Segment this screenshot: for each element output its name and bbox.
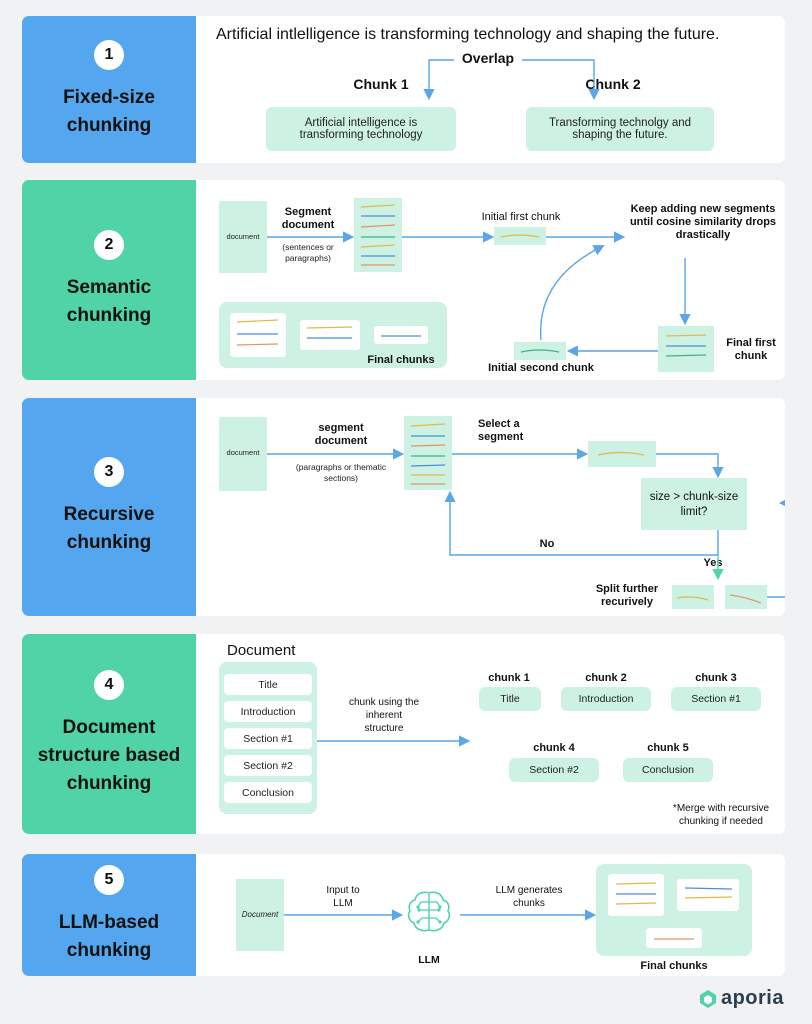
s1-chunk2-label: Chunk 2 <box>585 76 641 92</box>
s4-merge-note: *Merge with recursive chunking if needed <box>672 803 770 827</box>
s3-split-label: Split further recurively <box>595 583 659 608</box>
section-llm-based: 5 LLM-based chunking Document Input to L… <box>22 854 785 976</box>
s2-final-first-chunk <box>658 326 714 372</box>
s3-document-box: document <box>219 417 267 491</box>
s1-overlap-label: Overlap <box>461 50 515 66</box>
s3-selected-segment <box>588 441 656 467</box>
s4-document-label: Document <box>227 642 296 659</box>
s2-initial-first-label: Initial first chunk <box>481 211 561 223</box>
s2-final-first-label: Final first chunk <box>726 337 776 362</box>
s2-final-chunks-panel: Final chunks <box>219 302 447 368</box>
s2-final-chunks-label: Final chunks <box>367 354 435 366</box>
s4-chunk-4-label: chunk 4 <box>533 742 575 754</box>
s5-arrows <box>284 882 733 940</box>
s2-initial-first-chunk <box>494 227 546 245</box>
s5-final-chunk-1 <box>608 874 664 916</box>
section-4-content: Document Title Introduction Section #1 S… <box>196 634 785 834</box>
section-5-number: 5 <box>94 865 124 895</box>
s1-chunk2-box: Transforming technolgy and shaping the f… <box>526 107 714 151</box>
section-5-title: LLM-based chunking <box>58 912 160 961</box>
section-1-content: Artificial intlelligence is transforming… <box>196 16 785 163</box>
section-1-title: Fixed-size chunking <box>63 86 155 136</box>
section-2-sidebar: 2 Semantic chunking <box>22 180 196 380</box>
s5-document-box: Document <box>236 879 284 951</box>
s2-segments-doc <box>354 198 402 272</box>
s3-document-label: document <box>226 448 260 457</box>
s2-keep-adding-label: Keep adding new segments until cosine si… <box>629 203 777 241</box>
s5-final-chunk-2 <box>677 879 739 911</box>
s4-chunk-4-box: Section #2 <box>509 758 599 782</box>
section-5-content: Document Input to LLM LLM LLM generates … <box>196 854 785 976</box>
section-document-structure: 4 Document structure based chunking Docu… <box>22 634 785 834</box>
s4-arrow-label: chunk using the inherent structure <box>348 697 420 734</box>
s5-final-chunks-label: Final chunks <box>640 960 708 972</box>
section-4-title: Document structure based chunking <box>37 717 181 794</box>
s4-document-panel: Title Introduction Section #1 Section #2… <box>219 662 317 814</box>
s2-segment-label: Segment document <box>281 206 335 231</box>
s3-no-label: No <box>539 538 555 550</box>
section-3-number: 3 <box>94 457 124 487</box>
section-semantic: 2 Semantic chunking document Segment doc… <box>22 180 785 380</box>
aporia-logo-icon <box>699 989 716 1008</box>
s2-document-box: document <box>219 201 267 273</box>
brain-icon <box>404 888 454 936</box>
s5-llm-label: LLM <box>418 954 440 966</box>
s4-doc-item-introduction: Introduction <box>224 701 312 722</box>
s4-chunk-5-label: chunk 5 <box>647 742 689 754</box>
s2-final-chunk-3 <box>374 326 428 344</box>
s5-input-label: Input to LLM <box>326 885 360 909</box>
s2-diagram-lines <box>236 204 707 357</box>
s4-chunk-5-box: Conclusion <box>623 758 713 782</box>
s3-diagram-lines <box>267 423 785 604</box>
section-4-number: 4 <box>94 670 124 700</box>
s4-chunk-1-box: Title <box>479 687 541 711</box>
s3-segment-label: segment document <box>314 422 368 447</box>
section-1-number: 1 <box>94 39 124 70</box>
s3-segment-note: (paragraphs or thematic sections) <box>295 462 387 483</box>
s3-segments-doc <box>404 416 452 490</box>
section-2-content: document Segment document (sentences or … <box>196 180 785 380</box>
s2-document-label: document <box>226 232 260 241</box>
s1-chunk1-box: Artificial intelligence is transforming … <box>266 107 456 151</box>
s1-chunk1-label: Chunk 1 <box>353 76 409 92</box>
s4-doc-item-title: Title <box>224 674 312 695</box>
s2-initial-second-chunk <box>514 342 566 360</box>
s5-generates-label: LLM generates chunks <box>495 885 563 909</box>
s2-final-chunk-2 <box>300 320 360 350</box>
s4-doc-item-section-2: Section #2 <box>224 755 312 776</box>
section-recursive: 3 Recursive chunking document segment do… <box>22 398 785 616</box>
s4-chunk-3-label: chunk 3 <box>695 672 737 684</box>
s4-doc-item-section-1: Section #1 <box>224 728 312 749</box>
s5-final-chunks-panel <box>596 864 752 956</box>
s5-document-label: Document <box>241 910 279 919</box>
section-3-content: document segment document (paragraphs or… <box>196 398 785 616</box>
s1-arrows <box>423 59 600 101</box>
aporia-logo[interactable]: aporia <box>699 987 784 1010</box>
s4-chunk-2-label: chunk 2 <box>585 672 627 684</box>
s3-decision-box: size > chunk-size limit? <box>641 478 747 530</box>
section-4-sidebar: 4 Document structure based chunking <box>22 634 196 834</box>
s4-arrows <box>317 735 471 747</box>
section-5-sidebar: 5 LLM-based chunking <box>22 854 196 976</box>
section-3-sidebar: 3 Recursive chunking <box>22 398 196 616</box>
section-fixed-size: 1 Fixed-size chunking Artificial intlell… <box>22 16 785 163</box>
s3-split-chunk-2 <box>725 585 767 609</box>
aporia-logo-text: aporia <box>720 987 784 1009</box>
s3-select-label: Select a segment <box>478 418 524 443</box>
s3-decision-label: size > chunk-size limit? <box>649 491 739 518</box>
s2-segment-note: (sentences or paragraphs) <box>282 242 334 263</box>
section-1-sidebar: 1 Fixed-size chunking <box>22 16 196 163</box>
s4-chunk-3-box: Section #1 <box>671 687 761 711</box>
s5-final-chunk-3 <box>646 928 702 948</box>
section-2-title: Semantic chunking <box>66 277 152 326</box>
section-3-title: Recursive chunking <box>63 504 155 553</box>
s4-chunk-1-label: chunk 1 <box>488 672 530 684</box>
section-2-number: 2 <box>94 230 124 260</box>
s2-initial-second-label: Initial second chunk <box>488 362 594 374</box>
s4-doc-item-conclusion: Conclusion <box>224 782 312 803</box>
s1-sentence: Artificial intlelligence is transforming… <box>216 26 720 43</box>
s4-chunk-2-box: Introduction <box>561 687 651 711</box>
